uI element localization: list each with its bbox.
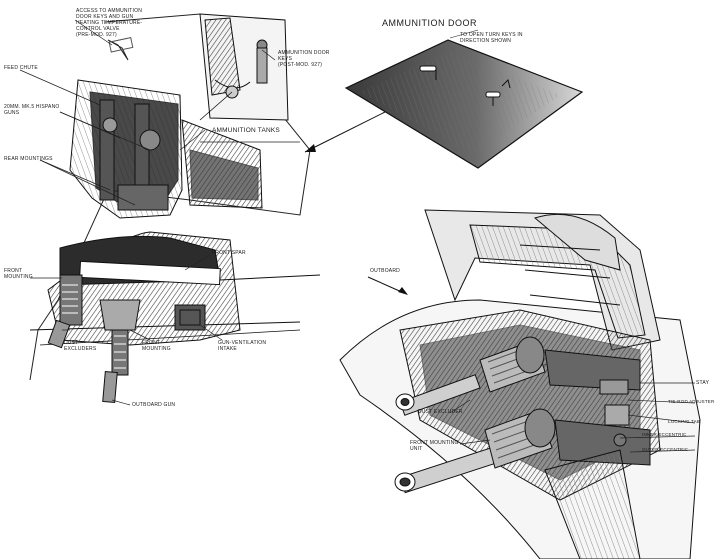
- ammunition-door-keys-label: Ammunition door keys (post-mod. 927): [278, 50, 330, 68]
- lower-gun-installation: [29, 231, 321, 404]
- access-label: Access to ammunition door keys and gun h…: [76, 8, 143, 38]
- right-leader-lines: [449, 382, 696, 453]
- outboard-label: Outboard: [370, 268, 400, 274]
- lower-gun: [394, 408, 651, 494]
- ammunition-tanks-label: Ammunition tanks: [212, 127, 280, 134]
- dust-excluder-right-label: Dust excluder: [418, 409, 463, 415]
- door-keys-inset: [199, 13, 289, 121]
- upper-gun-bay: [69, 79, 263, 219]
- door-key-1: [419, 65, 437, 80]
- upper-leader-lines: [19, 19, 300, 206]
- ammunition-door-panel: [304, 29, 584, 169]
- ammunition-door-title: Ammunition door: [382, 18, 477, 28]
- inner-eccentric-label: Inner eccentric: [642, 432, 687, 437]
- cutaway-gun-bay: [339, 209, 701, 559]
- guns-label: 20mm. Mk.5 Hispano guns: [4, 104, 60, 116]
- stay-label: Stay: [696, 380, 710, 386]
- to-open-note: To open turn keys in direction shown: [460, 32, 523, 44]
- dust-excluders-label: Dust excluders: [64, 340, 97, 352]
- front-mounting-left-label: Front mounting: [4, 268, 33, 280]
- front-mounting-mid-label: Front mounting: [142, 340, 171, 352]
- locking-tab-label: Locking tab: [668, 419, 701, 424]
- outer-eccentric-label: Outer eccentric: [642, 447, 689, 452]
- rear-mountings-label: Rear mountings: [4, 156, 53, 162]
- lower-leader-lines: [30, 254, 223, 406]
- door-key-2: [485, 79, 511, 106]
- gun-ventilation-intake-label: Gun-ventilation intake: [218, 340, 267, 352]
- outboard-gun-label: Outboard gun: [132, 402, 176, 408]
- front-spar-label: Front spar: [212, 250, 246, 256]
- front-mounting-unit-label: Front mounting unit: [410, 440, 459, 452]
- outboard-arrow: [367, 276, 408, 295]
- tie-rod-adjuster-label: Tie-rod adjuster: [668, 399, 715, 404]
- feed-chute-label: Feed chute: [4, 65, 38, 71]
